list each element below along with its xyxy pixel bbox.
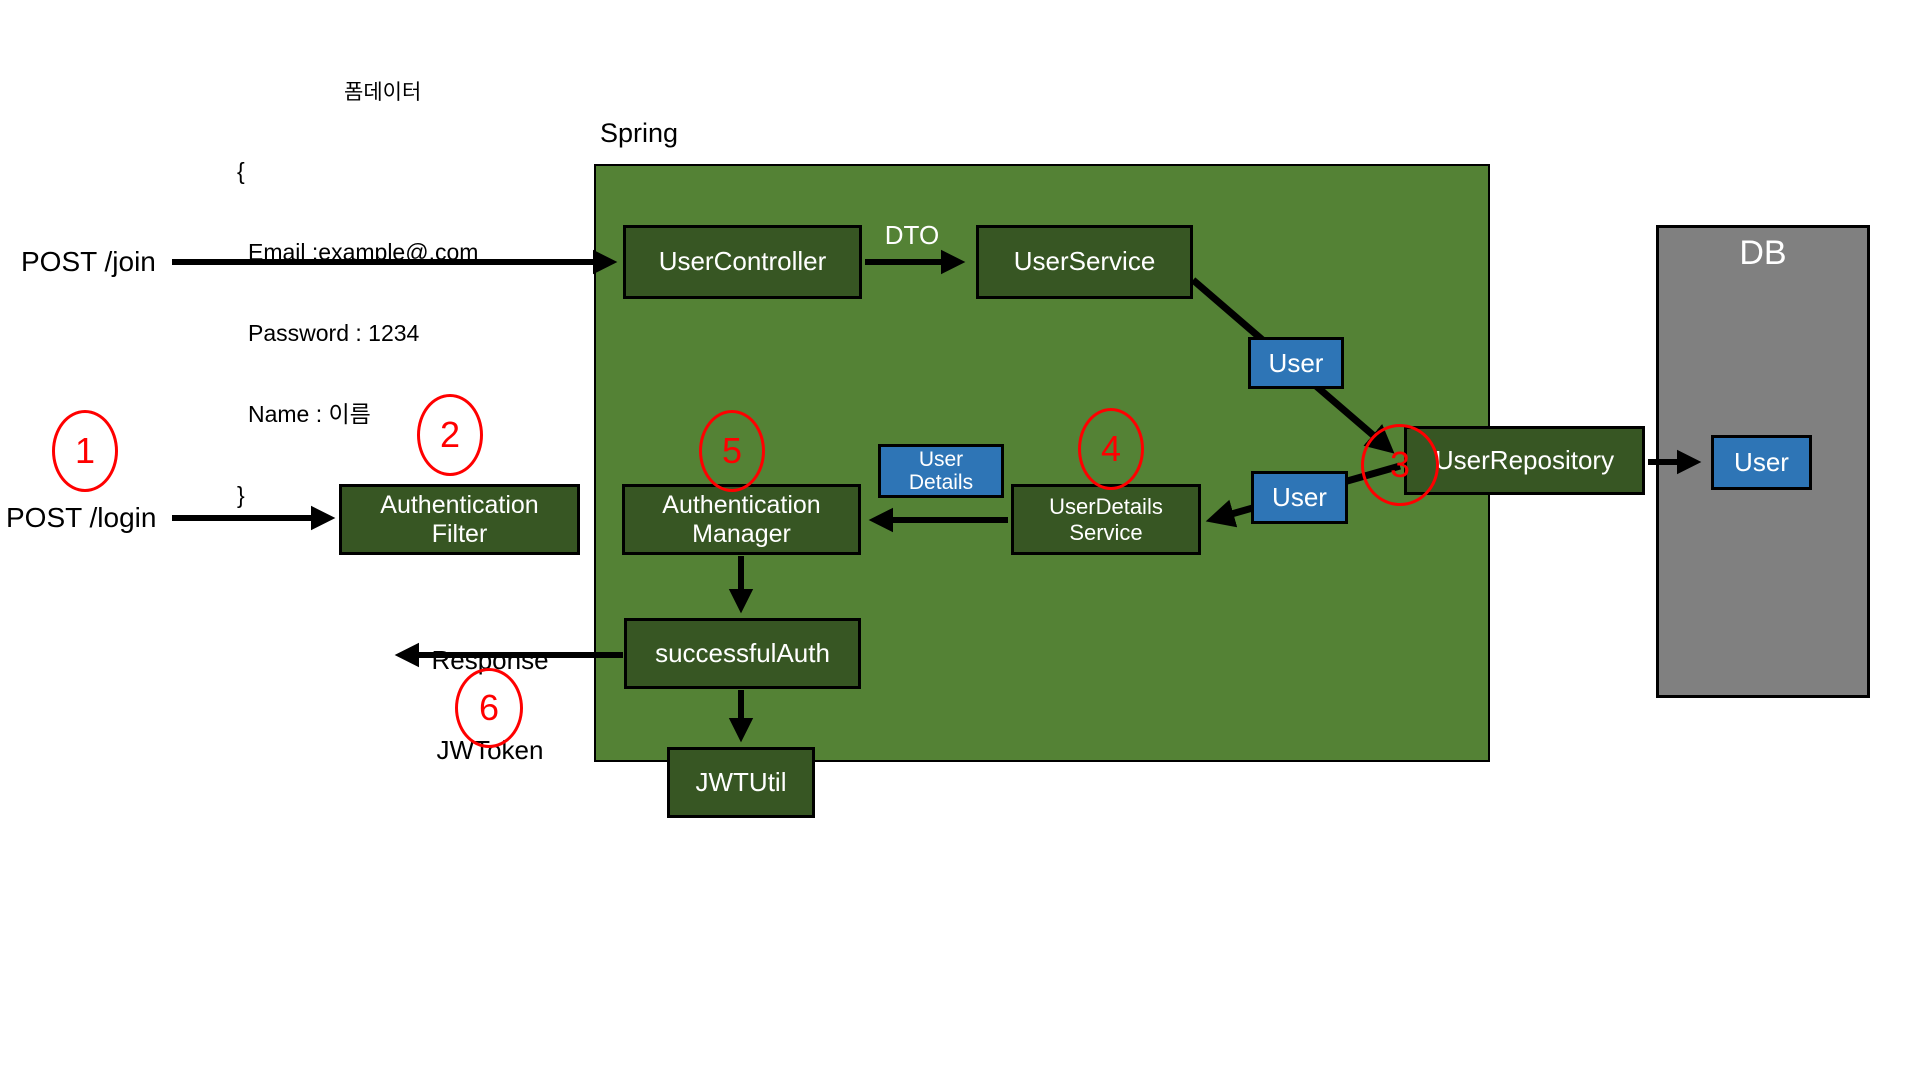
entity-label: User — [1734, 447, 1789, 478]
box-user-entity-top: User — [1248, 337, 1344, 389]
box-userdetails-entity: User Details — [878, 444, 1004, 498]
box-authentication-manager: Authentication Manager — [622, 484, 861, 555]
step-circle-6: 6 — [455, 668, 523, 748]
box-user-entity-mid: User — [1251, 471, 1348, 524]
entity-label: User — [1268, 347, 1324, 378]
box-label: successfulAuth — [655, 637, 830, 668]
step-circle-3: 3 — [1361, 424, 1439, 506]
step-circle-2: 2 — [417, 394, 483, 476]
box-label: UserService — [1013, 246, 1156, 277]
form-data-json: { Email :example@.com Password : 1234 Na… — [237, 104, 478, 563]
form-data-title: 폼데이터 — [344, 81, 422, 104]
entity-label: User — [1272, 482, 1327, 513]
box-label: Authentication — [662, 490, 821, 519]
step-number: 6 — [478, 687, 500, 728]
label-post-join: POST /join — [21, 246, 156, 277]
step-number: 3 — [1389, 444, 1411, 485]
box-jwtutil: JWTUtil — [667, 747, 815, 818]
box-user-entity-db: User — [1711, 435, 1812, 490]
step-circle-4: 4 — [1078, 408, 1144, 490]
form-json-line: Name : 이름 — [248, 401, 371, 427]
box-userservice: UserService — [976, 225, 1193, 299]
step-circle-1: 1 — [52, 410, 118, 492]
entity-label: User — [918, 447, 964, 471]
box-label: UserRepository — [1434, 444, 1615, 475]
form-json-line: } — [237, 482, 245, 508]
box-userrepository: UserRepository — [1404, 426, 1645, 495]
box-userdetailsservice: UserDetails Service — [1011, 484, 1201, 555]
step-circle-5: 5 — [699, 410, 765, 492]
step-number: 4 — [1100, 428, 1122, 469]
box-label: Authentication — [380, 490, 539, 519]
box-usercontroller: UserController — [623, 225, 862, 299]
box-successfulauth: successfulAuth — [624, 618, 861, 689]
step-number: 2 — [439, 414, 461, 455]
box-label: JWTUtil — [695, 766, 787, 797]
label-dto: DTO — [884, 220, 940, 250]
form-json-line: Password : 1234 — [248, 320, 420, 346]
box-label: UserDetails — [1049, 494, 1163, 520]
step-number: 1 — [74, 430, 96, 471]
box-label: Service — [1069, 519, 1143, 545]
box-label: Filter — [431, 519, 488, 548]
db-label: DB — [1739, 234, 1787, 272]
form-json-line: { — [237, 158, 245, 184]
step-number: 5 — [721, 430, 743, 471]
box-label: Manager — [692, 519, 791, 548]
box-label: UserController — [658, 246, 827, 277]
box-authentication-filter: Authentication Filter — [339, 484, 580, 555]
form-json-line: Email :example@.com — [248, 239, 479, 265]
label-post-login: POST /login — [6, 502, 157, 533]
entity-label: Details — [908, 471, 974, 494]
label-spring: Spring — [600, 118, 679, 148]
